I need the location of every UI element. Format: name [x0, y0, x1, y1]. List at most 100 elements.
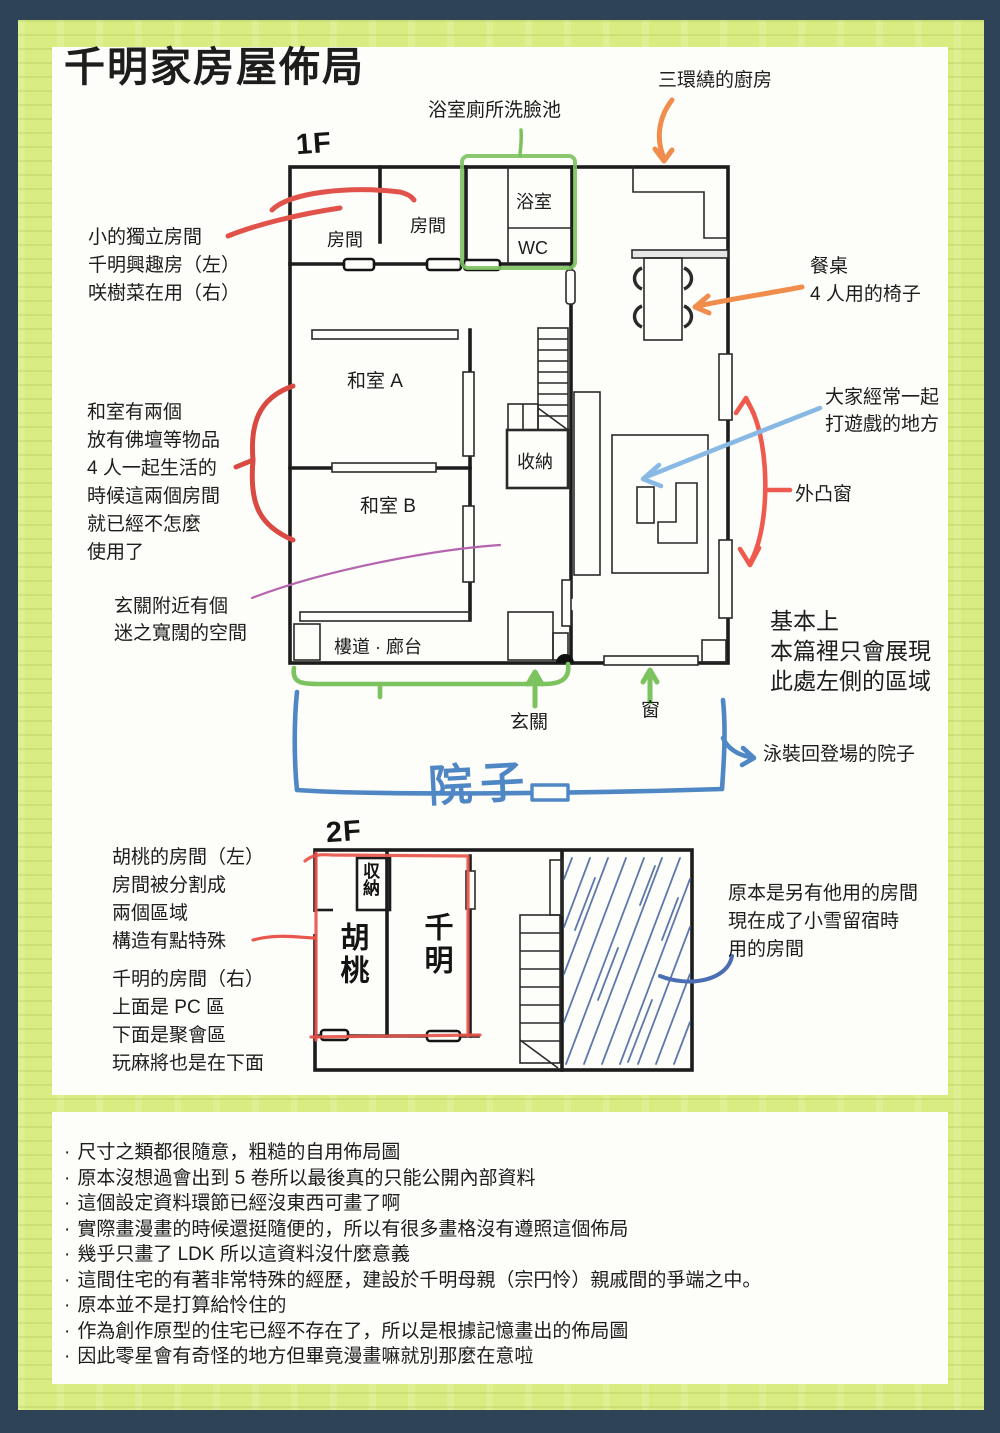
- scope-note-line: 本篇裡只會展現: [770, 638, 931, 664]
- chiaki-room-note: 千明的房間（右） 上面是 PC 區 下面是聚會區 玩麻將也是在下面: [112, 966, 264, 1078]
- chiaki-room-label: 千明: [420, 912, 452, 978]
- guest-room-note-line: 現在成了小雪留宿時: [728, 911, 900, 932]
- scope-note-line: 此處左側的區域: [770, 668, 931, 694]
- scope-note: 基本上 本篇裡只會展現 此處左側的區域: [770, 606, 931, 696]
- floor2-label: 2F: [324, 814, 363, 850]
- kurumi-room-note-line: 胡桃的房間（左）: [112, 847, 265, 868]
- washitsu-note-line: 和室有兩個: [87, 402, 183, 423]
- bullet: ·: [64, 1269, 71, 1291]
- chiaki-room-note-line: 下面是聚會區: [112, 1025, 227, 1046]
- kitchen-note: 三環繞的廚房: [658, 70, 773, 91]
- genkan-space-note-line: 迷之寬闊的空間: [114, 623, 248, 644]
- washitsu-note-line: 時候這兩個房間: [87, 486, 221, 507]
- small-rooms-note-line: 小的獨立房間: [88, 227, 203, 248]
- green-window-arrow: [640, 667, 660, 705]
- footer-note-line: ·幾乎只畫了 LDK 所以這資料沒什麼意義: [64, 1244, 410, 1265]
- bath-label: 浴室: [516, 192, 552, 212]
- purple-genkan-space-line: [250, 543, 502, 600]
- orange-dining-arrow: [692, 284, 805, 316]
- chiaki-room-note-line: 千明的房間（右）: [112, 969, 265, 990]
- kurumi-room-note: 胡桃的房間（左） 房間被分割成 兩個區域 構造有點特殊: [112, 844, 264, 956]
- floor1-furniture: [293, 167, 733, 666]
- window-label: 窗: [641, 700, 661, 721]
- footer-note-line: ·這個設定資料環節已經沒東西可畫了啊: [64, 1193, 401, 1214]
- footer-note-line: ·原本沒想過會出到 5 卷所以最後真的只能公開內部資料: [64, 1167, 536, 1189]
- footer-note-line: ·因此零星會有奇怪的地方但畢竟漫畫嘛就別那麼在意啦: [64, 1346, 534, 1367]
- blue-game-area-arrow: [640, 405, 823, 489]
- footer-note-line: ·原本並不是打算給怜住的: [64, 1295, 287, 1316]
- red-small-rooms-squiggle: [225, 187, 417, 239]
- red-washitsu-brace: [233, 383, 296, 543]
- washitsu-b-label: 和室 B: [360, 496, 416, 517]
- red-floor2-pointer: [251, 934, 317, 942]
- stairs-1f: [507, 327, 569, 431]
- bullet: ·: [64, 1193, 71, 1214]
- green-genkan-arrow: [525, 669, 545, 709]
- scope-note-line: 基本上: [770, 608, 839, 634]
- dining-note-line: 餐桌: [810, 256, 849, 277]
- bullet: ·: [64, 1218, 71, 1240]
- genkan-door-pivot: [556, 654, 574, 663]
- windows-1f: [462, 269, 733, 627]
- footer-notes-panel: [52, 1112, 948, 1384]
- guest-room-hatching: [563, 857, 691, 1065]
- footer-note-line: ·作為創作原型的住宅已經不存在了，所以是根據記憶畫出的佈局圖: [64, 1320, 629, 1342]
- genkan-label: 玄關: [510, 712, 549, 733]
- red-bay-window-arrow: [733, 395, 793, 568]
- chiaki-room-note-line: 上面是 PC 區: [112, 997, 225, 1018]
- washitsu-a-label: 和室 A: [347, 371, 403, 392]
- blue-yard-outline: [292, 689, 757, 802]
- bay-window-label: 外凸窗: [795, 484, 853, 505]
- blue-guest-room-pointer: [658, 954, 734, 984]
- red-floor2-outline: [303, 851, 482, 1042]
- footer-note-line: ·實際畫漫畫的時候還挺隨便的，所以有很多畫格沒有遵照這個佈局: [64, 1218, 629, 1240]
- wc-label: WC: [518, 238, 548, 258]
- orange-kitchen-arrow: [652, 97, 675, 164]
- bullet: ·: [64, 1167, 71, 1189]
- kurumi-room-label: 胡桃: [336, 922, 368, 988]
- small-rooms-note-line: 咲樹菜在用（右）: [88, 283, 241, 304]
- dining-note: 餐桌 4 人用的椅子: [810, 253, 921, 309]
- bullet: ·: [64, 1142, 71, 1163]
- washitsu-note-line: 就已經不怎麼: [87, 514, 202, 535]
- bath-facilities-note: 浴室廁所洗臉池: [428, 100, 562, 121]
- corridor-label: 樓道 · 廊台: [334, 637, 422, 657]
- footer-note-line: ·這間住宅的有著非常特殊的經歷，建設於千明母親（宗円怜）親戚間的爭端之中。: [64, 1269, 762, 1291]
- room-left-label: 房間: [327, 230, 363, 250]
- dining-chairs: [632, 266, 694, 329]
- guest-room-note-line: 原本是另有他用的房間: [728, 883, 919, 904]
- page-title: 千明家房屋佈局: [64, 44, 365, 90]
- small-rooms-note: 小的獨立房間 千明興趣房（左） 咲樹菜在用（右）: [88, 224, 240, 308]
- green-bath-label-line: [518, 128, 524, 158]
- genkan-space-note: 玄關附近有個 迷之寬闊的空間: [114, 593, 247, 647]
- dining-note-line: 4 人用的椅子: [810, 284, 921, 305]
- kurumi-room-note-line: 兩個區域: [112, 903, 189, 924]
- guest-room-note-line: 用的房間: [728, 939, 805, 960]
- yard-note: 泳裝回登場的院子: [763, 744, 916, 765]
- kurumi-room-note-line: 房間被分割成: [112, 875, 227, 896]
- floorplan-panel: [52, 47, 948, 1095]
- bullet: ·: [64, 1295, 71, 1316]
- chiaki-room-note-line: 玩麻將也是在下面: [112, 1053, 265, 1074]
- room-right-label: 房間: [410, 216, 446, 236]
- guest-room-note: 原本是另有他用的房間 現在成了小雪留宿時 用的房間: [728, 880, 918, 964]
- floor1-label: 1F: [294, 126, 333, 162]
- bullet: ·: [64, 1346, 71, 1367]
- kurumi-room-note-line: 構造有點特殊: [112, 931, 227, 952]
- bullet: ·: [64, 1320, 71, 1342]
- floor2-closet-label: 収納: [360, 862, 379, 896]
- game-area-note-line: 打遊戲的地方: [825, 414, 940, 435]
- bullet: ·: [64, 1244, 71, 1265]
- washitsu-note: 和室有兩個 放有佛壇等物品 4 人一起生活的 時候這兩個房間 就已經不怎麼 使用…: [87, 399, 220, 567]
- green-corridor-bracket: [291, 661, 571, 700]
- footer-note-line: ·尺寸之類都很隨意，粗糙的自用佈局圖: [64, 1142, 401, 1163]
- yard-label: 院子: [427, 757, 534, 812]
- game-area-note: 大家經常一起 打遊戲的地方: [825, 384, 939, 438]
- washitsu-note-line: 放有佛壇等物品: [87, 430, 221, 451]
- stairs-2f: [519, 914, 561, 1069]
- storage-label: 收納: [517, 452, 553, 472]
- washitsu-note-line: 4 人一起生活的: [87, 458, 217, 479]
- footer-notes: ·尺寸之類都很隨意，粗糙的自用佈局圖 ·原本沒想過會出到 5 卷所以最後真的只能…: [64, 1140, 761, 1370]
